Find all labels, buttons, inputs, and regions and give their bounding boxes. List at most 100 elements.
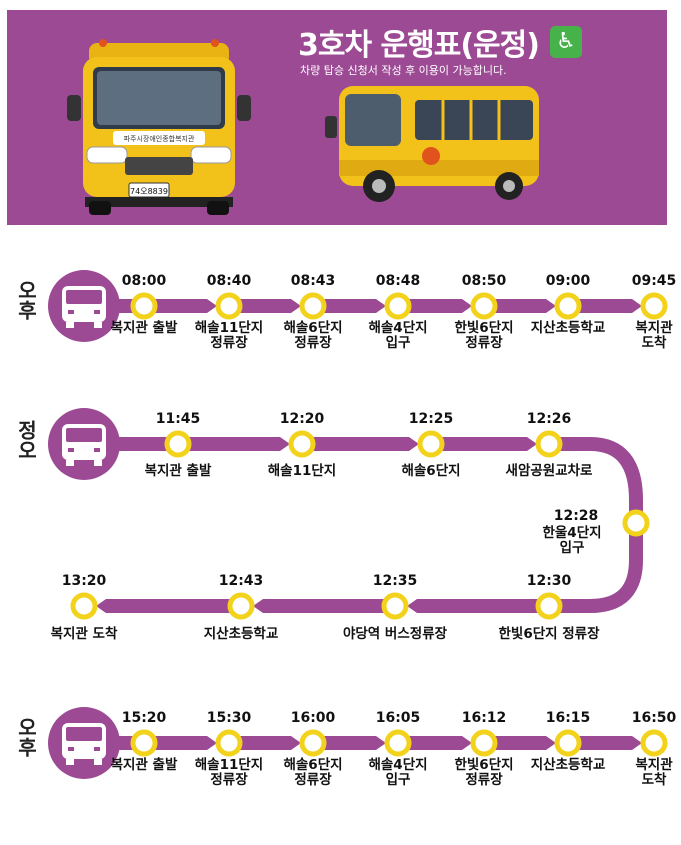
route-segment — [313, 736, 386, 750]
stop-time: 16:05 — [375, 710, 421, 726]
route-segment — [484, 299, 556, 313]
stop-marker — [215, 729, 243, 757]
route-segment — [229, 299, 301, 313]
stop-time: 13:20 — [61, 573, 107, 589]
stop-marker — [130, 729, 158, 757]
stop-marker — [622, 509, 650, 537]
route-segment — [407, 599, 549, 613]
stop-name: 해솔6단지 — [401, 464, 460, 479]
route-segment — [96, 599, 241, 613]
stop-time: 16:15 — [545, 710, 591, 726]
stop-time: 11:45 — [155, 411, 201, 427]
stop-marker — [554, 729, 582, 757]
stop-time: 15:30 — [206, 710, 252, 726]
stop-name-line: 정류장 — [294, 334, 332, 351]
stop-name: 해솔11단지 — [268, 464, 336, 479]
bus-icon — [62, 424, 106, 466]
stop-time: 15:20 — [121, 710, 167, 726]
period-label: 오후 — [14, 717, 38, 757]
stop-time: 08:43 — [290, 273, 336, 289]
route-segment — [398, 736, 472, 750]
stop-time: 12:28 — [553, 508, 599, 524]
stop-name: 새암공원교차로 — [506, 464, 593, 479]
route-segment — [144, 736, 217, 750]
stop-marker — [299, 292, 327, 320]
stop-name-line: 해솔11단지 — [194, 320, 264, 336]
route-segment — [178, 437, 290, 451]
period-label: 오후 — [14, 280, 38, 320]
stop-time: 12:26 — [526, 411, 572, 427]
route-segment — [568, 299, 642, 313]
wheelchair-icon: ♿ — [550, 26, 582, 58]
page-title: 3호차 운행표(운정) — [298, 28, 540, 63]
stop-name-line: 해솔6단지 — [283, 757, 343, 773]
stop-time: 16:50 — [631, 710, 677, 726]
stop-time: 08:50 — [461, 273, 507, 289]
bus-plate: 74오8839 — [130, 187, 168, 196]
stop-name-line: 정류장 — [210, 771, 248, 788]
stop-name-line: 해솔6단지 — [401, 463, 461, 479]
stop-name-line: 정류장 — [210, 334, 248, 351]
stop-name-line: 지산초등학교 — [530, 320, 606, 336]
stop-time: 08:48 — [375, 273, 421, 289]
route-segment — [398, 299, 472, 313]
stop-marker — [381, 592, 409, 620]
stop-name-line: 야당역 버스정류장 — [342, 626, 448, 642]
stop-marker — [299, 729, 327, 757]
stop-marker — [417, 430, 445, 458]
stop-marker — [215, 292, 243, 320]
stop-time: 09:00 — [545, 273, 591, 289]
stop-name-line: 한빛6단지 정류장 — [498, 626, 600, 642]
stop-name: 복지관 출발 — [111, 758, 178, 773]
stop-name-line: 해솔11단지 — [194, 757, 264, 773]
stop-marker — [640, 292, 668, 320]
stop-name: 지산초등학교 — [531, 758, 606, 773]
stop-name-line: 한울4단지 — [542, 525, 602, 541]
stop-time: 12:30 — [526, 573, 572, 589]
stop-marker — [384, 729, 412, 757]
bus-badges — [48, 270, 120, 779]
stop-name-line: 한빛6단지 — [454, 757, 514, 773]
stop-name-line: 도착 — [641, 334, 667, 351]
stop-marker — [70, 592, 98, 620]
stop-time: 16:00 — [290, 710, 336, 726]
stop-time: 12:25 — [408, 411, 454, 427]
stop-marker — [130, 292, 158, 320]
stop-name: 지산초등학교 — [204, 627, 279, 642]
bus-front-photo: 파주시장애인종합복지관 74오8839 — [67, 39, 251, 215]
stop-time: 16:12 — [461, 710, 507, 726]
stop-marker — [470, 729, 498, 757]
header-banner: 파주시장애인종합복지관 74오8839 3호차 운행표(운정) ♿ 차량 탑승 … — [7, 10, 667, 225]
stop-name-line: 지산초등학교 — [530, 757, 606, 773]
route-segment — [144, 299, 217, 313]
stop-name: 한빛6단지 정류장 — [498, 627, 599, 642]
stop-marker — [470, 292, 498, 320]
stop-name-line: 해솔6단지 — [283, 320, 343, 336]
stop-marker — [535, 592, 563, 620]
stop-marker — [554, 292, 582, 320]
stop-time: 12:20 — [279, 411, 325, 427]
bus-sign: 파주시장애인종합복지관 — [124, 134, 195, 143]
stop-name: 야당역 버스정류장 — [343, 627, 447, 642]
stop-marker — [164, 430, 192, 458]
stop-name-line: 복지관 — [635, 757, 673, 773]
stop-name-line: 해솔4단지 — [368, 320, 428, 336]
route-segment — [431, 437, 537, 451]
stop-marker — [384, 292, 412, 320]
stop-marker — [288, 430, 316, 458]
stop-name-line: 해솔11단지 — [267, 463, 337, 479]
stop-name: 복지관 도착 — [51, 627, 118, 642]
stop-time: 08:00 — [121, 273, 167, 289]
stop-time: 09:45 — [631, 273, 677, 289]
period-label: 정오 — [14, 420, 38, 460]
stop-marker — [535, 430, 563, 458]
bus-side-photo — [325, 86, 539, 202]
stop-name-line: 복지관 도착 — [50, 626, 118, 642]
stop-name-line: 복지관 출발 — [144, 463, 212, 479]
